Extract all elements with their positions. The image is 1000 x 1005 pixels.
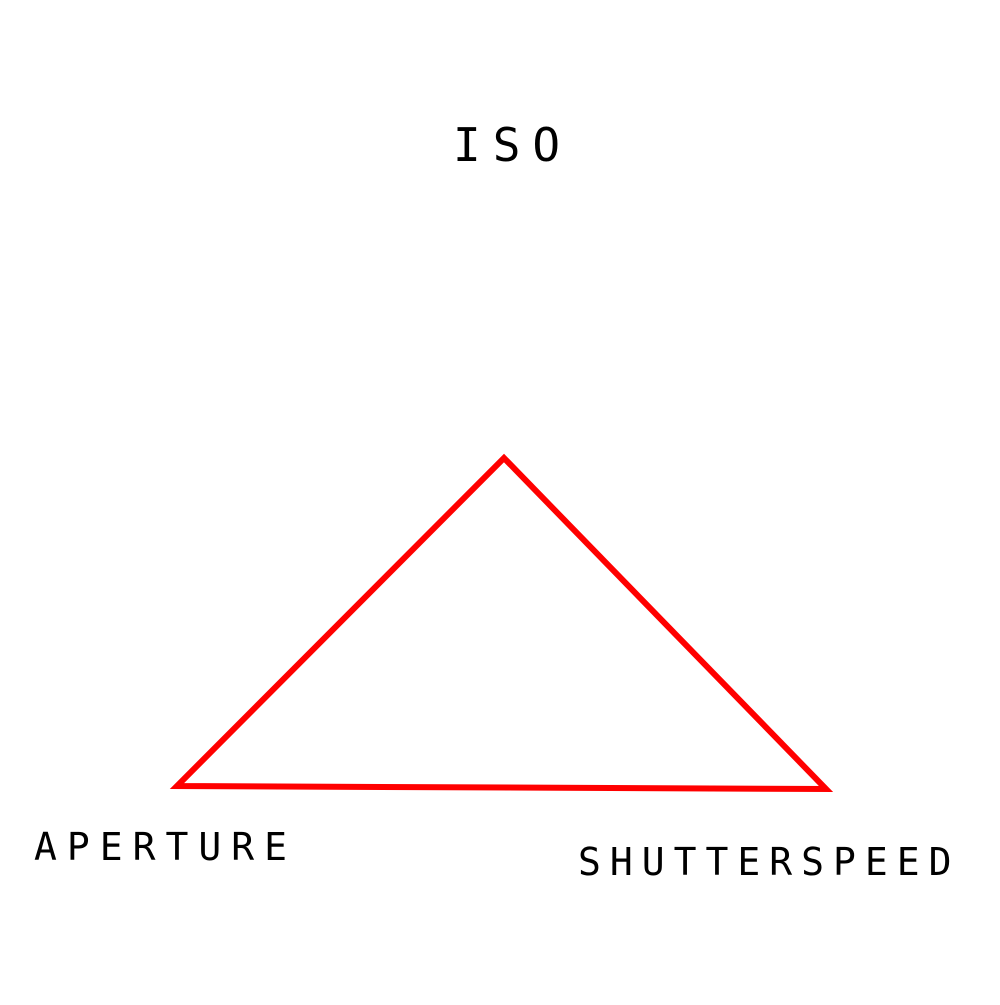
shutterspeed-label: SHUTTERSPEED: [578, 840, 961, 884]
iso-label: ISO: [453, 118, 573, 172]
exposure-triangle: [169, 453, 834, 793]
aperture-label: APERTURE: [34, 825, 298, 869]
